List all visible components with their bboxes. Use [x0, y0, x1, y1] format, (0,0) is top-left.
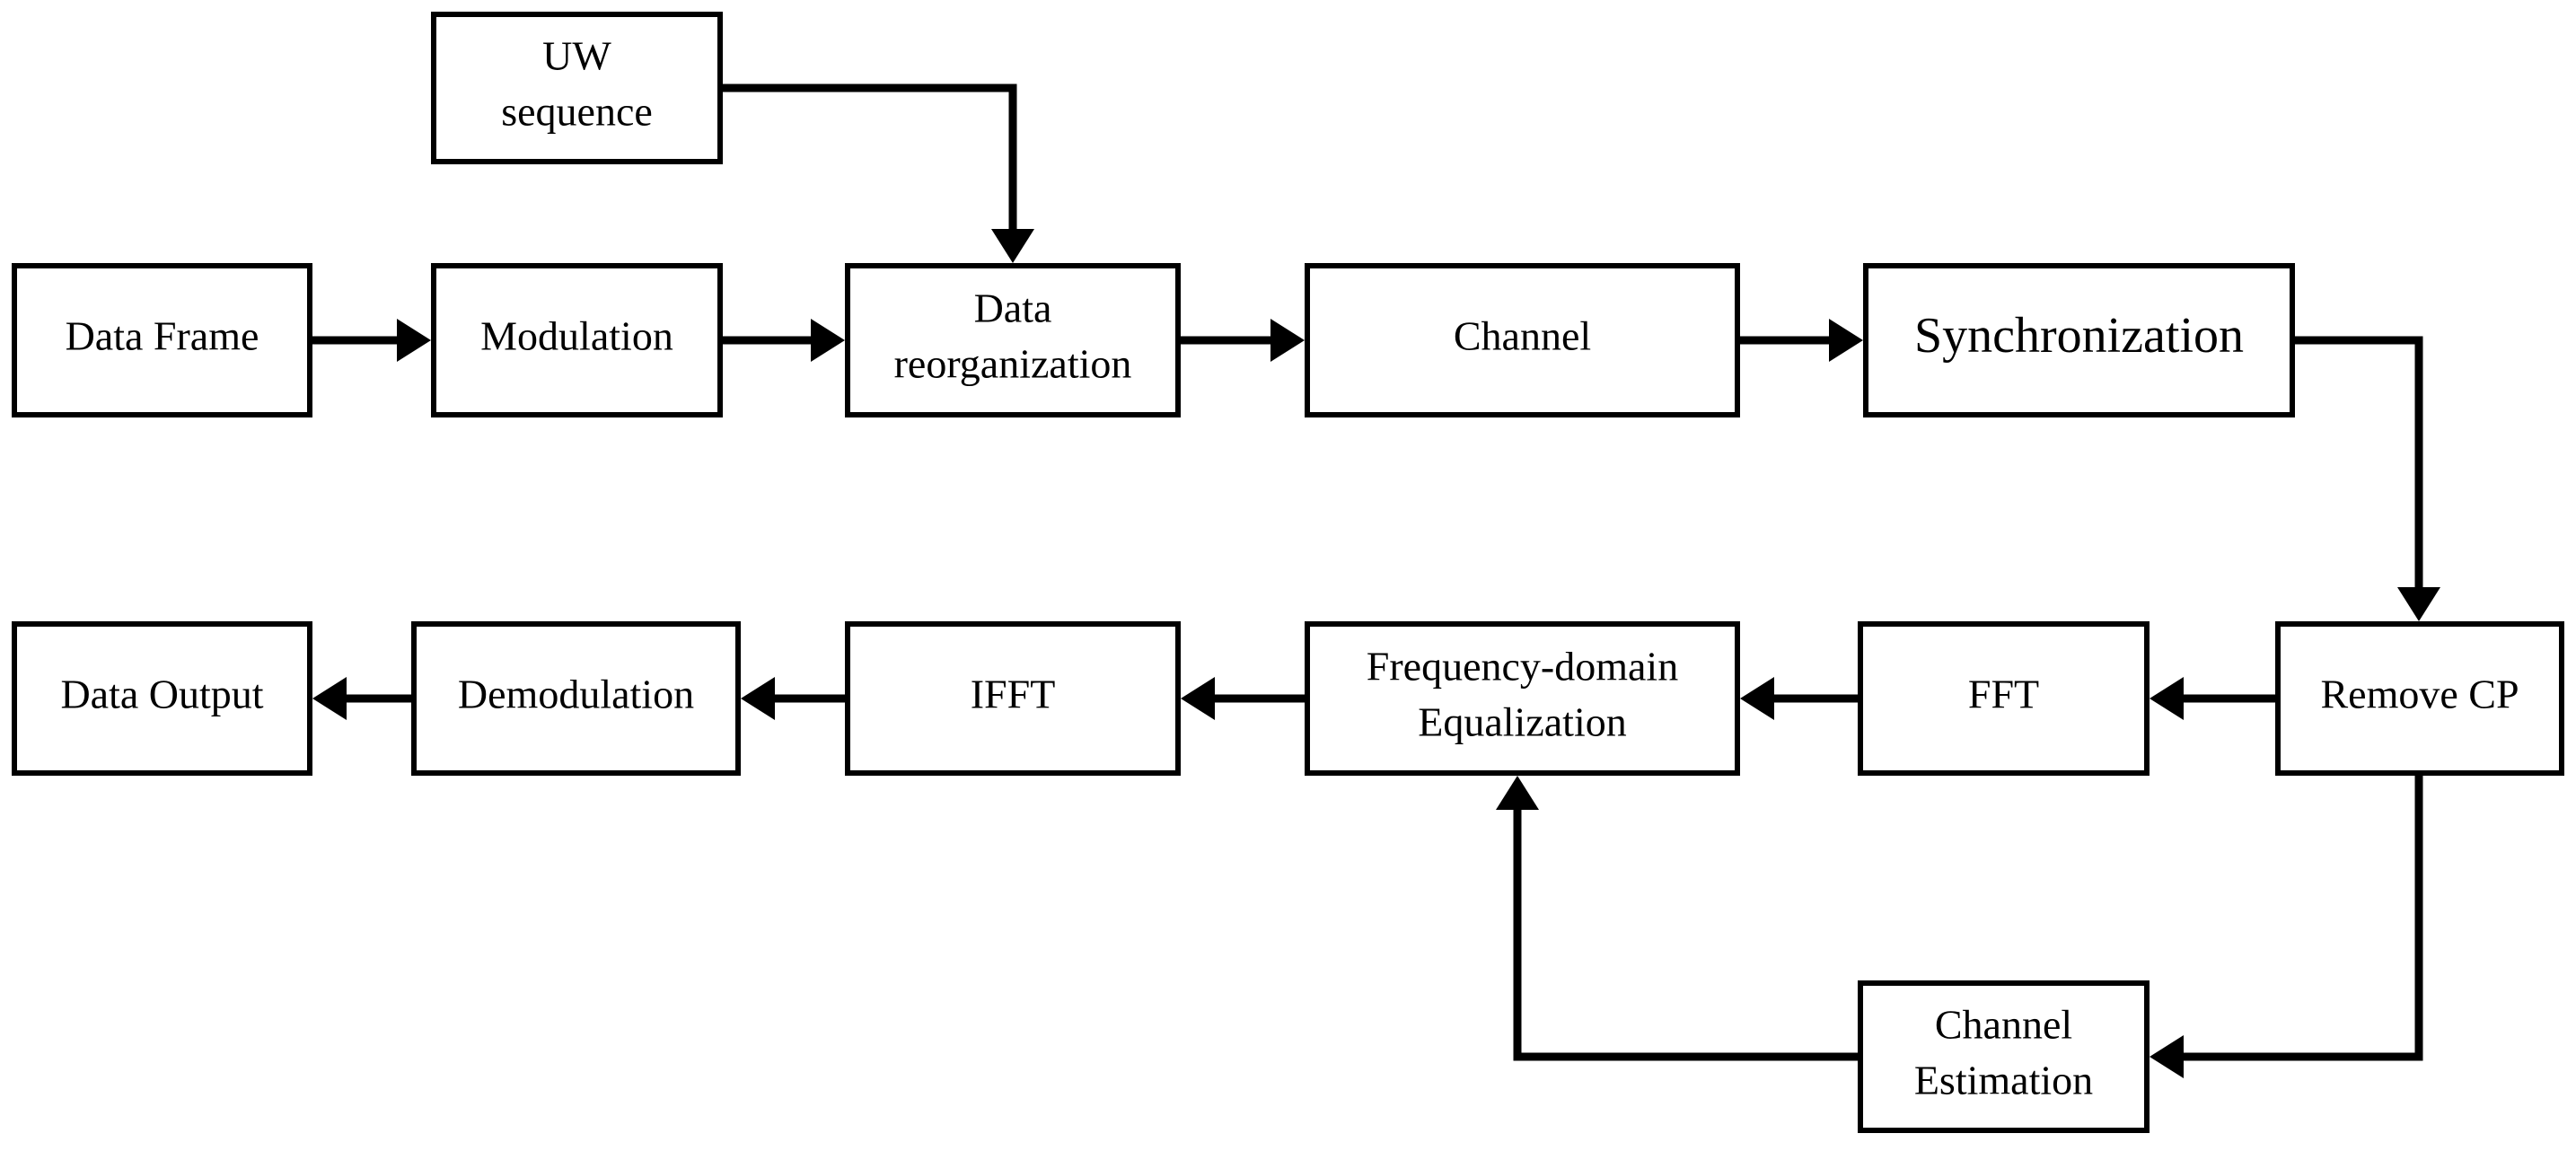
node-data-reorganization[interactable]: Data reorganization — [845, 263, 1181, 417]
node-channel-estimation-label: Estimation — [1914, 1058, 2093, 1103]
edge-remove-cp-to-channel-estimation-arrowhead — [2150, 1035, 2184, 1078]
node-data-output-label: Data Output — [60, 672, 263, 717]
node-channel[interactable]: Channel — [1305, 263, 1740, 417]
node-remove-cp-box[interactable] — [2275, 621, 2564, 776]
edges-layer — [312, 83, 2440, 1078]
edge-ifft-to-demodulation-arrowhead — [741, 677, 775, 720]
edge-data-frame-to-modulation-arrowhead — [397, 319, 431, 362]
node-demodulation-label: Demodulation — [458, 672, 694, 717]
edge-synchronization-to-remove-cp — [2295, 336, 2440, 621]
node-ifft-label: IFFT — [971, 672, 1056, 717]
node-data-reorganization-label: Data — [974, 286, 1052, 331]
node-synchronization-label: Synchronization — [1914, 308, 2244, 364]
node-modulation-label: Modulation — [480, 313, 673, 359]
node-data-reorganization-box[interactable] — [845, 263, 1181, 417]
edge-data-reorganization-to-channel-arrowhead — [1270, 319, 1305, 362]
node-data-reorganization-label: reorganization — [894, 341, 1132, 387]
edge-frequency-domain-equalization-to-ifft — [1181, 677, 1305, 720]
node-channel-estimation-box[interactable] — [1858, 980, 2150, 1133]
node-remove-cp-label: Remove CP — [2320, 672, 2519, 717]
edge-modulation-to-data-reorganization-arrowhead — [811, 319, 845, 362]
node-uw-sequence-box[interactable] — [431, 12, 723, 164]
node-fft-box[interactable] — [1858, 621, 2150, 776]
node-data-frame[interactable]: Data Frame — [12, 263, 312, 417]
node-synchronization[interactable]: Synchronization — [1863, 263, 2295, 417]
edge-uw-sequence-to-data-reorganization-line — [723, 83, 1017, 231]
node-fft[interactable]: FFT — [1858, 621, 2150, 776]
node-uw-sequence[interactable]: UW sequence — [431, 12, 723, 164]
edge-channel-estimation-to-frequency-domain-equalization-arrowhead — [1496, 776, 1539, 810]
node-ifft-box[interactable] — [845, 621, 1181, 776]
node-modulation-box[interactable] — [431, 263, 723, 417]
node-ifft[interactable]: IFFT — [845, 621, 1181, 776]
edge-synchronization-to-remove-cp-line — [2295, 336, 2423, 589]
edge-channel-estimation-to-frequency-domain-equalization — [1496, 776, 1858, 1061]
node-channel-box[interactable] — [1305, 263, 1740, 417]
edge-fft-to-frequency-domain-equalization-arrowhead — [1740, 677, 1774, 720]
node-fft-label: FFT — [1968, 672, 2039, 717]
node-uw-sequence-label: sequence — [501, 89, 653, 135]
edge-remove-cp-to-fft — [2150, 677, 2275, 720]
edge-demodulation-to-data-output-arrowhead — [312, 677, 347, 720]
edge-remove-cp-to-fft-arrowhead — [2150, 677, 2184, 720]
edge-remove-cp-to-channel-estimation — [2150, 776, 2423, 1078]
node-demodulation-box[interactable] — [411, 621, 741, 776]
node-demodulation[interactable]: Demodulation — [411, 621, 741, 776]
edge-channel-estimation-to-frequency-domain-equalization-line — [1513, 808, 1858, 1061]
edge-uw-sequence-to-data-reorganization — [723, 83, 1034, 263]
node-frequency-domain-equalization-box[interactable] — [1305, 621, 1740, 776]
node-channel-estimation-label: Channel — [1935, 1002, 2072, 1048]
node-uw-sequence-label: UW — [542, 33, 611, 79]
edge-channel-to-synchronization — [1740, 319, 1863, 362]
node-synchronization-box[interactable] — [1863, 263, 2295, 417]
node-channel-label: Channel — [1454, 313, 1591, 359]
node-modulation[interactable]: Modulation — [431, 263, 723, 417]
edge-fft-to-frequency-domain-equalization — [1740, 677, 1858, 720]
edge-uw-sequence-to-data-reorganization-arrowhead — [991, 229, 1034, 263]
edge-frequency-domain-equalization-to-ifft-arrowhead — [1181, 677, 1215, 720]
edge-data-reorganization-to-channel — [1181, 319, 1305, 362]
node-data-frame-label: Data Frame — [66, 313, 259, 359]
node-data-output[interactable]: Data Output — [12, 621, 312, 776]
edge-channel-to-synchronization-arrowhead — [1829, 319, 1863, 362]
edge-ifft-to-demodulation — [741, 677, 845, 720]
node-data-frame-box[interactable] — [12, 263, 312, 417]
edge-synchronization-to-remove-cp-arrowhead — [2397, 587, 2440, 621]
node-remove-cp[interactable]: Remove CP — [2275, 621, 2564, 776]
edge-data-frame-to-modulation — [312, 319, 431, 362]
node-frequency-domain-equalization-label: Equalization — [1418, 699, 1626, 745]
edge-remove-cp-to-channel-estimation-line — [2182, 776, 2423, 1061]
edge-demodulation-to-data-output — [312, 677, 411, 720]
node-data-output-box[interactable] — [12, 621, 312, 776]
node-frequency-domain-equalization-label: Frequency-domain — [1367, 644, 1678, 690]
edge-modulation-to-data-reorganization — [723, 319, 845, 362]
